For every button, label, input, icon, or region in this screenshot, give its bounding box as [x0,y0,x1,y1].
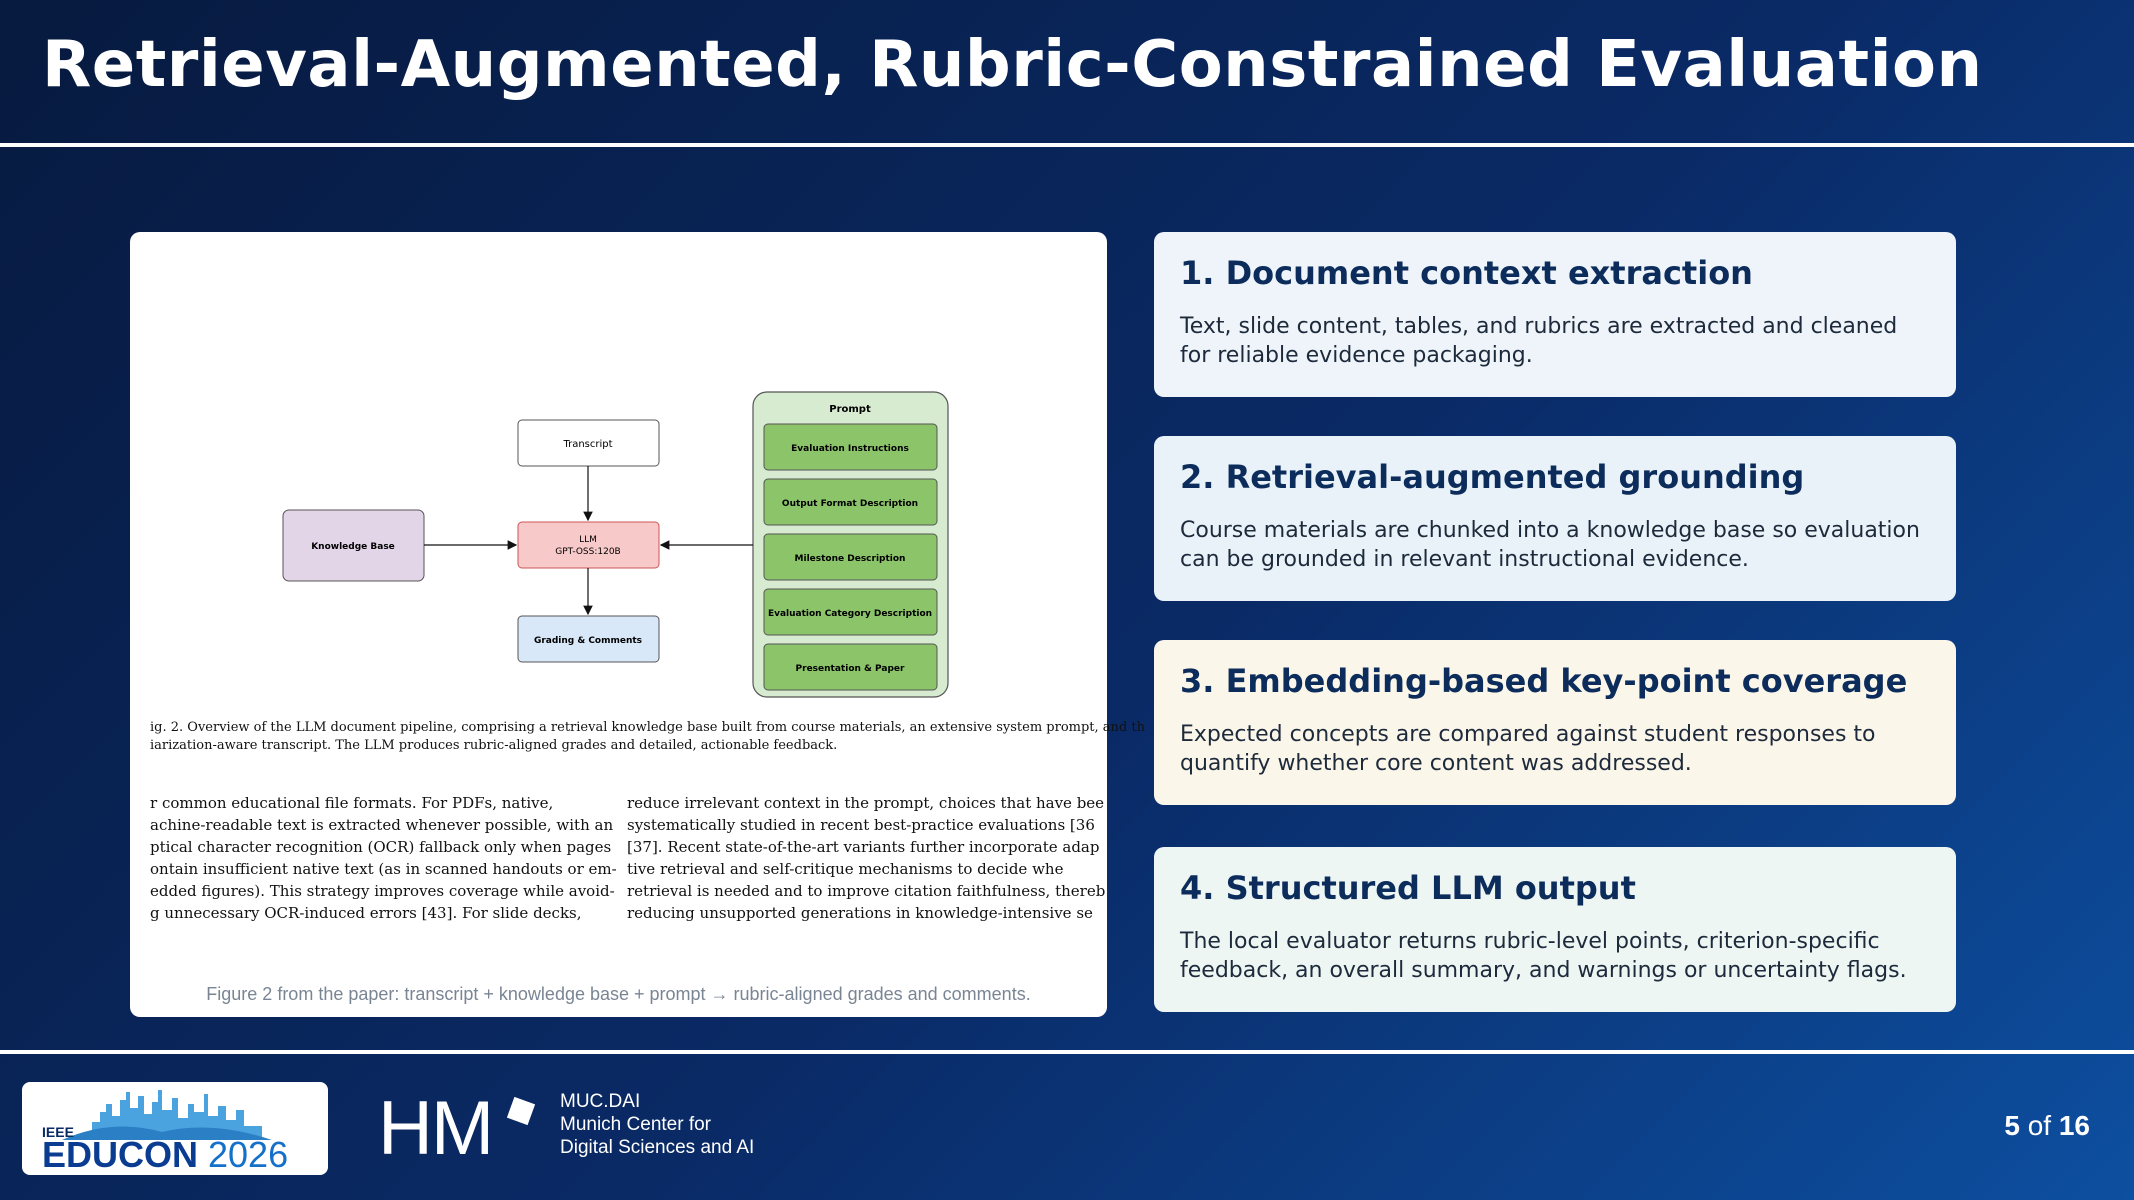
prompt-title: Prompt [829,404,871,415]
paper-text-line: systematically studied in recent best-pr… [627,816,1095,834]
step-title: 1. Document context extraction [1180,254,1753,292]
prompt-item-label: Presentation & Paper [796,664,905,674]
page-of: of [2027,1110,2052,1141]
hm-logo: HM [378,1086,494,1171]
prompt-item-box [763,643,938,691]
paper-text-line: ontain insufficient native text (as in s… [150,860,617,878]
prompt-item-box [763,423,938,471]
step-description: Expected concepts are compared against s… [1180,722,1876,776]
paper-caption-line: iarization-aware transcript. The LLM pro… [150,738,838,753]
prompt-item-label: Output Format Description [782,499,918,509]
grading-node [517,615,660,663]
step-description: Course materials are chunked into a know… [1180,518,1920,572]
prompt-item-box [763,588,938,636]
muc-dai-line: Digital Sciences and AI [560,1137,755,1158]
llm-model-label: GPT-OSS:120B [555,547,620,557]
paper-text-line: achine-readable text is extracted whenev… [150,816,614,834]
knowledge-base-label: Knowledge Base [311,542,395,552]
muc-dai-line: MUC.DAI [560,1091,641,1112]
figure-panel: Prompt Evaluation Instructions Output Fo… [130,232,1145,1017]
paper-text-line: tive retrieval and self-critique mechani… [627,860,1064,878]
prompt-item-label: Milestone Description [795,554,906,564]
paper-right-column: reduce irrelevant context in the prompt,… [627,792,1106,922]
slide-title: Retrieval-Augmented, Rubric-Constrained … [42,28,1983,102]
prompt-item-label: Evaluation Category Description [768,609,932,619]
hm-logo-square-icon [506,1096,536,1126]
step-description: Text, slide content, tables, and rubrics… [1180,314,1898,368]
step-card-4: 4. Structured LLM output The local evalu… [1154,847,1956,1012]
step-card-3: 3. Embedding-based key-point coverage Ex… [1154,640,1956,805]
educon-logo: IEEE EDUCON 2026 [22,1082,328,1175]
paper-text-line: g unnecessary OCR-induced errors [43]. F… [150,904,582,922]
header-divider [0,143,2134,147]
muc-dai-label: MUC.DAI Munich Center for Digital Scienc… [560,1090,754,1159]
step-card-2: 2. Retrieval-augmented grounding Course … [1154,436,1956,601]
educon-year: 2026 [208,1134,289,1175]
step-title: 2. Retrieval-augmented grounding [1180,458,1805,496]
grading-label: Grading & Comments [534,636,642,646]
pipeline-diagram: Prompt Evaluation Instructions Output Fo… [282,391,949,698]
paper-text-line: [37]. Recent state-of-the-art variants f… [627,838,1100,856]
paper-caption-line: ig. 2. Overview of the LLM document pipe… [150,720,1145,735]
figure-caption: Figure 2 from the paper: transcript + kn… [206,984,1031,1004]
paper-left-column: r common educational file formats. For P… [150,792,617,922]
slide-pager: 5 of 16 [2004,1110,2090,1142]
page-current: 5 [2004,1110,2020,1141]
transcript-label: Transcript [562,439,612,450]
prompt-item-label: Evaluation Instructions [791,444,909,454]
step-description: The local evaluator returns rubric-level… [1180,929,1907,983]
prompt-items: Evaluation Instructions Output Format De… [763,423,938,691]
paper-text-line: reduce irrelevant context in the prompt,… [627,794,1105,812]
paper-text-line: reducing unsupported generations in know… [627,904,1093,922]
muc-dai-line: Munich Center for [560,1114,712,1135]
prompt-item-box [763,478,938,526]
page-total: 16 [2058,1110,2090,1141]
paper-text-line: edded figures). This strategy improves c… [150,882,615,900]
educon-name: EDUCON [42,1134,199,1175]
footer-divider [0,1050,2134,1054]
prompt-item-box [763,533,938,581]
llm-label: LLM [579,535,597,545]
paper-text-line: ptical character recognition (OCR) fallb… [150,838,612,856]
paper-text-line: r common educational file formats. For P… [150,794,554,812]
step-card-1: 1. Document context extraction Text, sli… [1154,232,1956,397]
step-title: 4. Structured LLM output [1180,869,1636,907]
step-title: 3. Embedding-based key-point coverage [1180,662,1908,700]
educon-ieee-label: IEEE [42,1124,74,1140]
paper-text-line: retrieval is needed and to improve citat… [627,882,1106,900]
llm-node [517,521,660,569]
skyline-icon [62,1090,272,1140]
